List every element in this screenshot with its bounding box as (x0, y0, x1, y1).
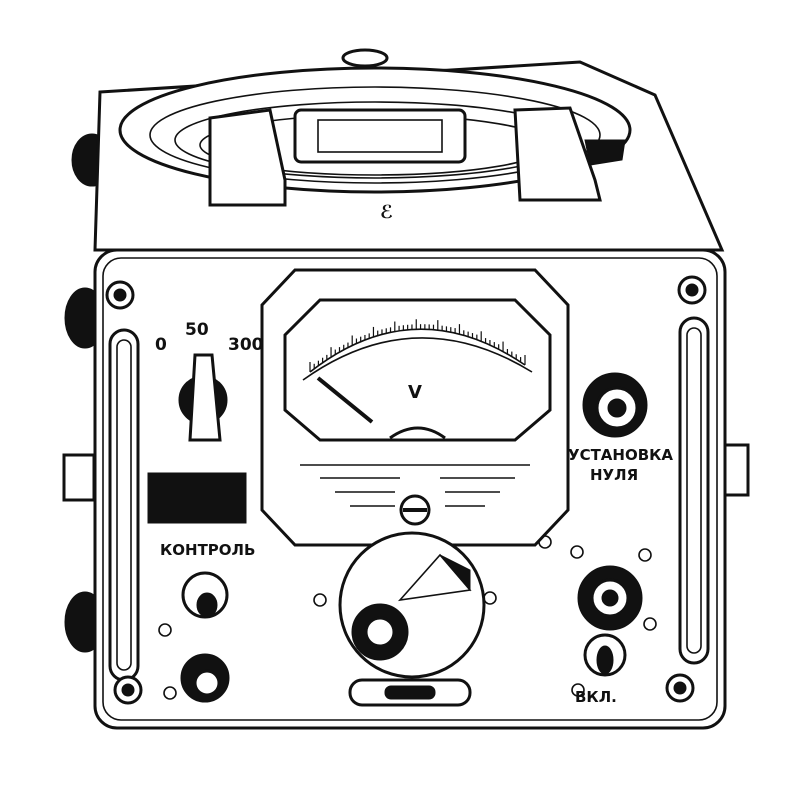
range-switch[interactable]: 0 50 300 (155, 320, 264, 442)
bottom-connector[interactable] (348, 678, 472, 707)
right-clamp (513, 106, 602, 202)
control-toggle[interactable] (181, 571, 229, 619)
range-switch-knob (188, 353, 222, 442)
meter-needle (316, 376, 374, 424)
top-window (293, 108, 467, 164)
meter-ticks (309, 319, 526, 372)
range-label-50: 50 (185, 320, 209, 340)
center-dial[interactable] (338, 531, 486, 679)
power-switch[interactable] (583, 633, 627, 677)
meter-window (283, 298, 552, 442)
meter-unit-label: V (408, 382, 422, 403)
left-clamp (208, 108, 287, 207)
zero-adjust-label-1: УСТАНОВКА (568, 446, 673, 464)
bnc-connector[interactable] (180, 653, 230, 703)
left-handle[interactable] (108, 328, 140, 682)
control-label: КОНТРОЛЬ (160, 541, 255, 559)
power-label: ВКЛ. (575, 688, 617, 706)
meter-grille (300, 464, 530, 507)
brand-logo: ℰ (380, 202, 393, 223)
zero-adjust-knob[interactable] (582, 372, 648, 438)
control-nameplate (147, 472, 247, 524)
right-handle[interactable] (678, 316, 710, 665)
zero-adjust-label-2: НУЛЯ (590, 466, 638, 484)
meter: V (260, 268, 570, 547)
range-label-0: 0 (155, 335, 167, 355)
housing: ℰ (93, 48, 725, 252)
lower-right-knob[interactable] (577, 565, 643, 631)
range-label-300: 300 (228, 335, 264, 355)
